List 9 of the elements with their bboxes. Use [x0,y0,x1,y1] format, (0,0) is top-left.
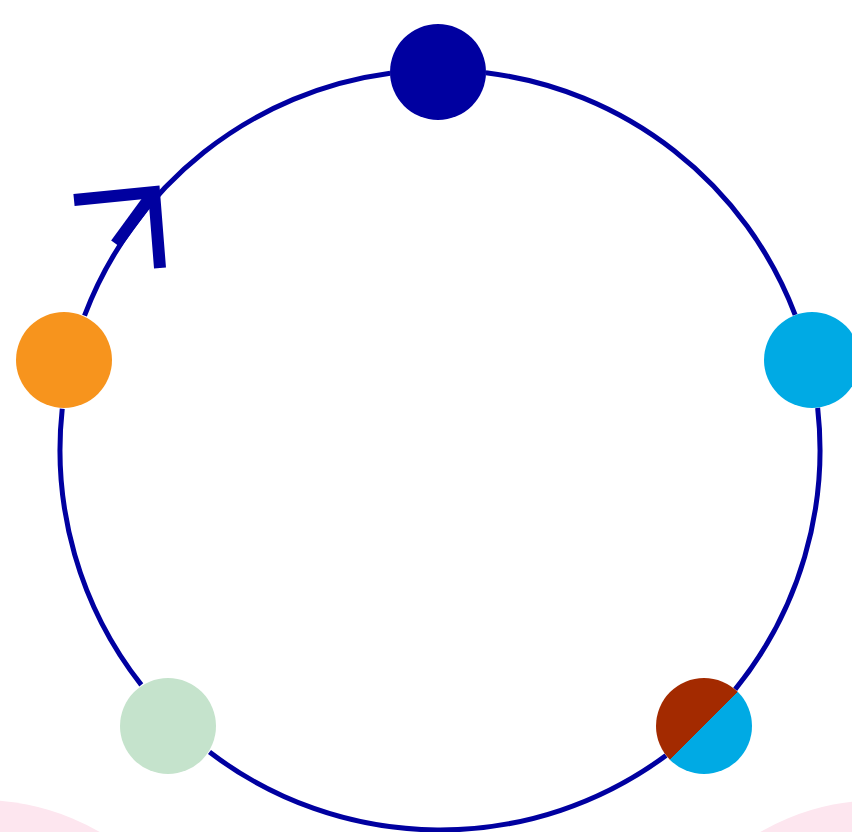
circle-marker [390,24,486,120]
split-circle-marker [656,678,752,774]
connector-arc [57,408,144,687]
circle-marker [764,312,852,408]
connector-arc [208,750,668,832]
connector-arc [82,70,391,317]
circle-marker [120,678,216,774]
circle-marker [16,312,112,408]
connector-arc [733,407,823,691]
